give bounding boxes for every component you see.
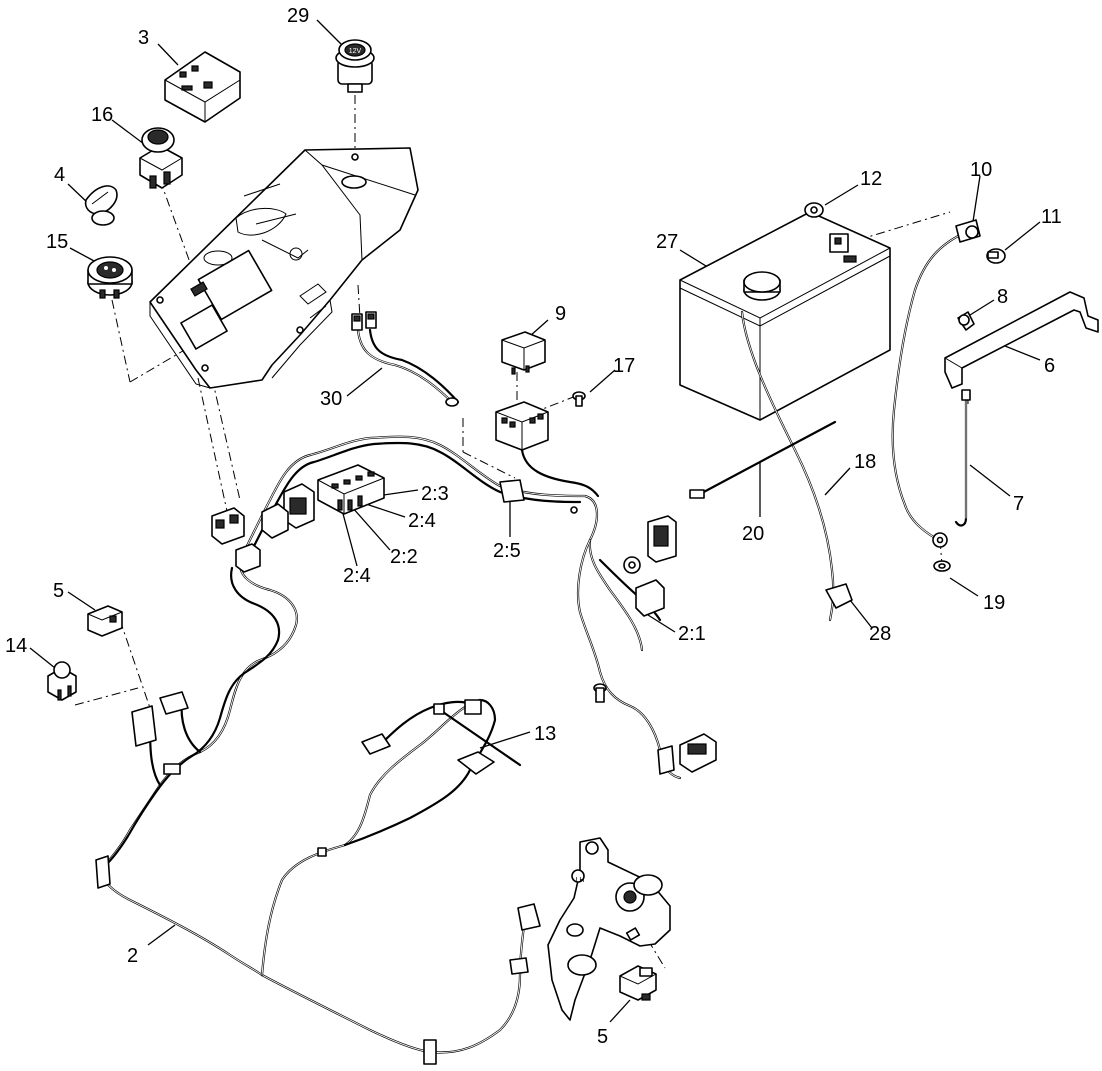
callout-2: 2 [127, 945, 138, 967]
callout-15: 15 [46, 231, 68, 253]
harness-connectors [95, 464, 717, 1065]
control-module [164, 51, 241, 123]
seat-switch-5-lower [619, 965, 657, 1001]
callout-28: 28 [869, 623, 891, 645]
socket-12v-label: 12V [349, 48, 362, 55]
callout-6: 6 [1044, 355, 1055, 377]
cable-tie-13 [433, 703, 522, 767]
rotary-switch [139, 127, 183, 189]
connector-14 [47, 661, 77, 701]
callout-labels: 29 3 16 4 15 30 9 17 27 12 10 11 8 6 7 1… [5, 5, 1062, 1048]
ignition-key [84, 185, 118, 226]
relay-socket [495, 401, 600, 498]
callout-5-upper: 5 [53, 580, 64, 602]
callout-2-1: 2:1 [678, 623, 706, 645]
nut [804, 202, 824, 218]
callout-2-5: 2:5 [493, 540, 521, 562]
callout-5-lower: 5 [597, 1026, 608, 1048]
battery-bracket [944, 291, 1099, 389]
callout-10: 10 [970, 159, 992, 181]
callout-13: 13 [534, 723, 556, 745]
callout-2-4-b: 2:4 [343, 565, 371, 587]
callout-9: 9 [555, 303, 566, 325]
callout-2-3: 2:3 [421, 483, 449, 505]
callout-2-2: 2:2 [390, 546, 418, 568]
bolt [986, 248, 1006, 264]
lh-bracket: LH [547, 837, 671, 1021]
callout-30: 30 [320, 388, 342, 410]
clip [957, 311, 975, 331]
screw [572, 391, 586, 407]
callout-2-4-a: 2:4 [408, 510, 436, 532]
callout-12: 12 [860, 168, 882, 190]
callout-17: 17 [613, 355, 635, 377]
cable-tie-20 [689, 420, 837, 499]
socket-lead-harness [351, 311, 460, 407]
main-wiring-harness [98, 435, 682, 1054]
callout-18: 18 [854, 451, 876, 473]
lh-label: LH [576, 877, 585, 884]
callout-11: 11 [1041, 206, 1062, 228]
control-panel [149, 147, 419, 389]
callout-16: 16 [91, 104, 113, 126]
callout-4: 4 [54, 164, 65, 186]
callout-20: 20 [742, 523, 764, 545]
ignition-switch [87, 256, 133, 299]
battery-cable-10 [891, 219, 981, 548]
callout-27: 27 [656, 231, 678, 253]
callout-19: 19 [983, 592, 1005, 614]
callout-29: 29 [287, 5, 309, 27]
j-bolt [954, 389, 971, 527]
seat-switch-5-upper [87, 605, 123, 637]
callout-14: 14 [5, 635, 27, 657]
callout-7: 7 [1013, 493, 1024, 515]
relay [501, 331, 546, 375]
callout-3: 3 [138, 27, 149, 49]
battery-cable-18 [740, 310, 853, 622]
battery [679, 211, 891, 421]
washer [933, 560, 951, 572]
callout-8: 8 [997, 286, 1008, 308]
power-socket-12v: 12V [335, 39, 375, 93]
